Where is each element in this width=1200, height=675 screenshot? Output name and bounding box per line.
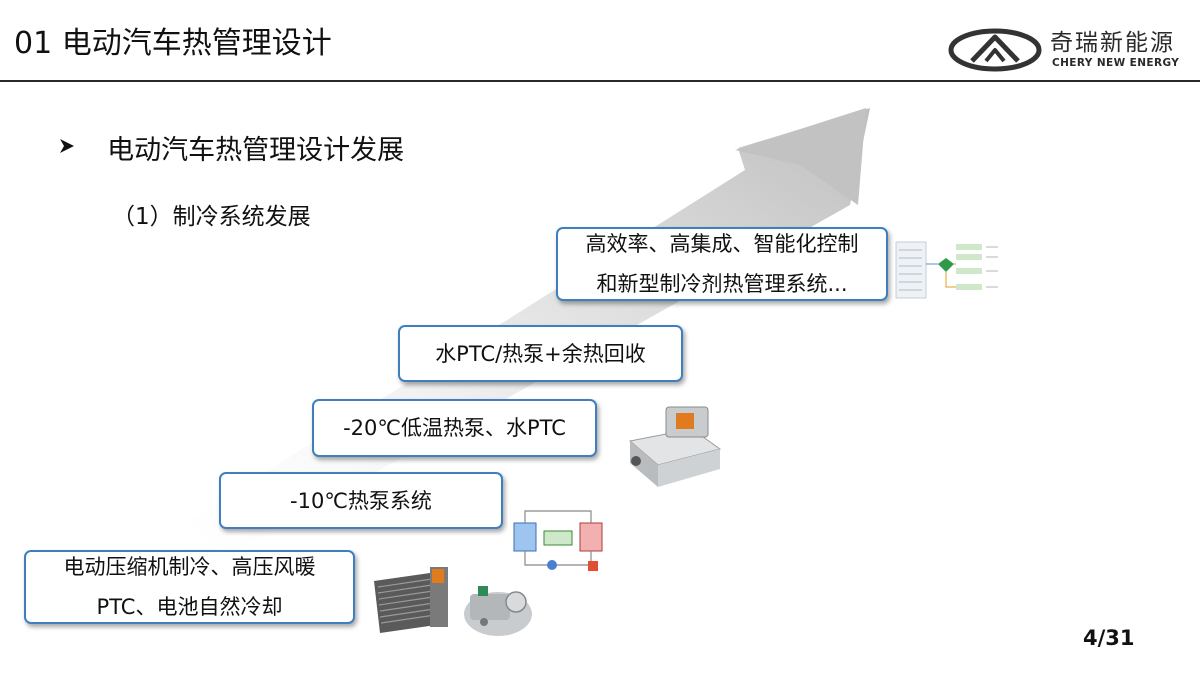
page-title: 01 电动汽车热管理设计 — [14, 26, 332, 61]
step-line: -10℃热泵系统 — [290, 488, 432, 513]
step-box-5: 高效率、高集成、智能化控制 和新型制冷剂热管理系统... — [556, 227, 888, 301]
logo-chinese-text: 奇瑞新能源 — [1050, 30, 1175, 56]
header-divider — [0, 80, 1200, 82]
logo-english-text: CHERY NEW ENERGY — [1052, 57, 1180, 69]
step-line: 和新型制冷剂热管理系统... — [596, 272, 848, 296]
step-line: 高效率、高集成、智能化控制 — [585, 232, 859, 256]
step-box-2: -10℃热泵系统 — [219, 472, 503, 529]
step-line: 电动压缩机制冷、高压风暖 — [63, 555, 316, 579]
water-ptc-heater-image — [628, 406, 722, 487]
arrow-bullet-icon — [58, 136, 80, 160]
compressor-image — [464, 586, 532, 636]
section-heading: 电动汽车热管理设计发展 — [107, 135, 405, 166]
heater-core-image — [374, 567, 448, 633]
step-line: -20℃低温热泵、水PTC — [343, 416, 566, 440]
page-number: 4/31 — [1083, 626, 1135, 650]
step-box-3: -20℃低温热泵、水PTC — [312, 399, 597, 457]
brand-logo: 奇瑞新能源 CHERY NEW ENERGY — [948, 28, 1193, 72]
heat-pump-diagram-image — [508, 503, 608, 577]
chery-emblem-icon — [948, 28, 1042, 72]
step-line: PTC、电池自然冷却 — [96, 595, 283, 619]
step-box-4: 水PTC/热泵+余热回收 — [398, 325, 683, 382]
section-subheading: （1）制冷系统发展 — [112, 204, 311, 230]
section-heading-row: 电动汽车热管理设计发展 — [58, 128, 405, 166]
step-box-1: 电动压缩机制冷、高压风暖 PTC、电池自然冷却 — [24, 550, 355, 624]
step-line: 水PTC/热泵+余热回收 — [435, 341, 646, 366]
thermal-system-diagram-image — [894, 238, 1002, 302]
